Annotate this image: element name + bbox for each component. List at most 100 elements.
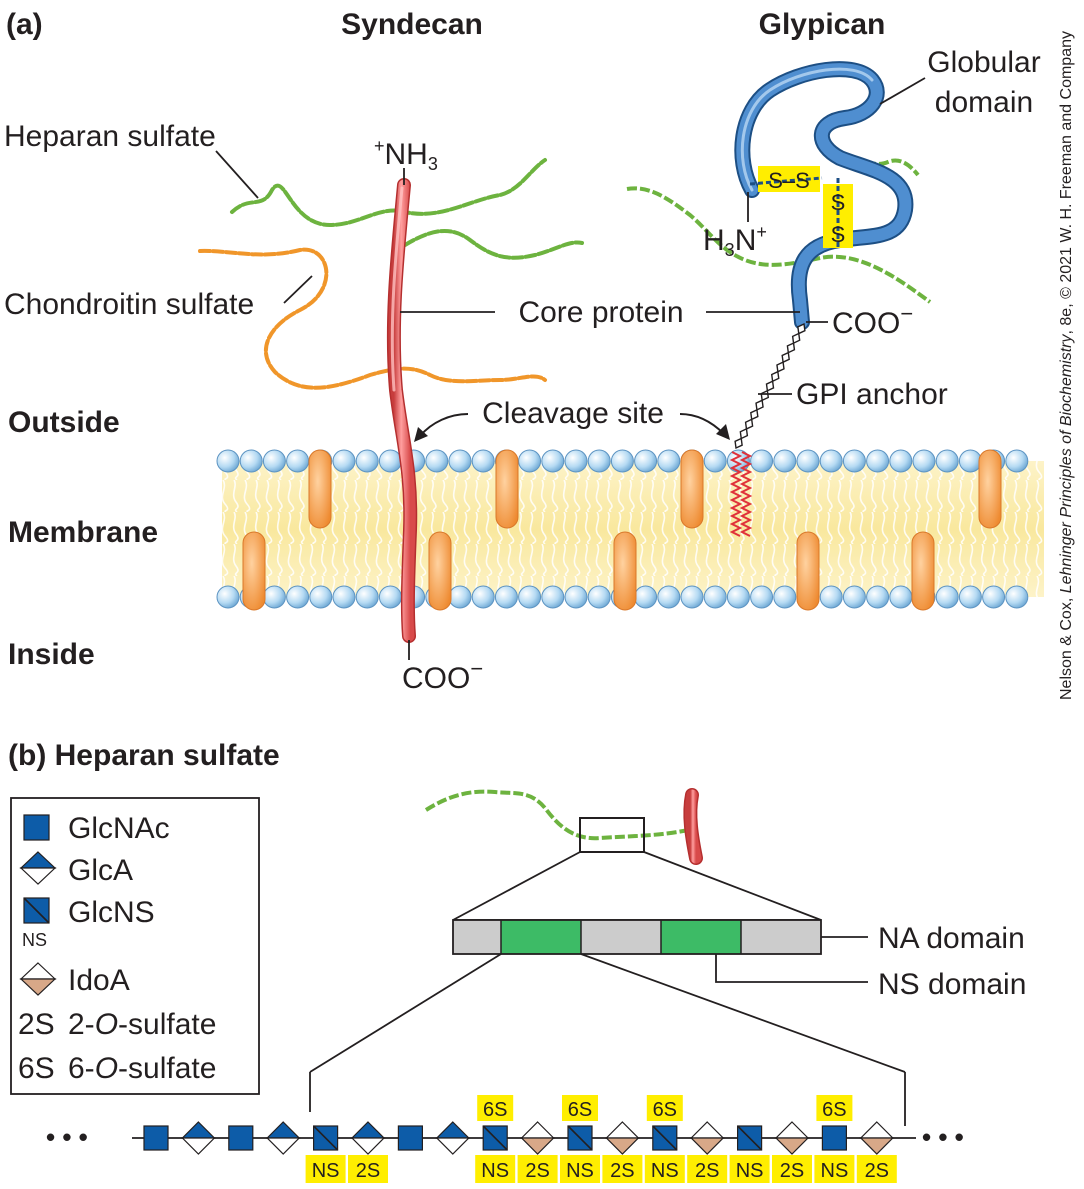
lipid-head [889,449,913,473]
lipid-head [819,449,843,473]
gpi-link [776,361,785,373]
lipid-head [587,449,611,473]
lipid-head [587,585,611,609]
syndecan-coo: COO [402,662,470,695]
lipid-head [634,585,658,609]
lipid-head [958,449,982,473]
inside-label: Inside [8,638,95,671]
lipid-head [262,585,286,609]
sulfate-badge-6s [816,1095,853,1121]
sulfate-badge-ns [475,1155,516,1183]
sugar-glca: 2S [348,1121,388,1183]
lipid-head [332,449,356,473]
syndecan-glycan-chains [198,158,584,390]
sulfate-label-2s: 2S [356,1160,380,1182]
lipid-head [378,585,402,609]
lipid-head [425,449,449,473]
legend-2s-ital: O [95,1008,118,1041]
gpi-link [734,437,743,450]
legend-6s-post: -sulfate [118,1052,216,1085]
credit-post: , 8e, © 2021 W. H. Freeman and Company [1058,30,1075,335]
zoom-box [579,817,645,853]
lipid-head [657,585,681,609]
glcns-legend-icon [23,897,50,924]
ellipsis-left: • • • [46,1122,88,1152]
sulfate-label-ns: NS [821,1160,849,1182]
gpi-link [770,370,780,383]
ns-segment [501,920,581,954]
gpi-anchor [729,322,806,537]
lipid-head [634,449,658,473]
syndecan-coo-minus: − [470,656,483,681]
lipid-head [657,449,681,473]
svg-text:COO−: COO− [402,656,483,695]
sulfate-label-6s: 6S [568,1099,592,1121]
membrane-label: Membrane [8,516,158,549]
sulfate-badge-ns [560,1155,600,1183]
sugar-glca [435,1121,471,1155]
lipid-head [541,449,565,473]
legend-2s-post: -sulfate [118,1008,216,1041]
legend-idoa-label: IdoA [68,964,130,997]
lipid-heads-top [216,449,1029,473]
gpi-link [765,380,775,392]
lipid-head [518,449,542,473]
lipid-head [518,585,542,609]
ns-domain-label: NS domain [878,968,1026,1001]
sugar-idoa: 2S [602,1121,643,1183]
lipid-head [703,449,727,473]
syndecan-c-terminus: COO− [402,640,483,695]
lipid-head [866,449,890,473]
lipid-head [262,449,286,473]
lipid-head [286,585,310,609]
lipid-head [866,585,890,609]
sulfate-badge-ns [305,1155,346,1183]
lipid-head [750,585,774,609]
sugar-glcns: NS [305,1125,346,1183]
sugar-idoa: 2S [687,1121,728,1183]
glypican-c-terminus: COO− [806,301,913,340]
cleavage-arrow-left-head [414,427,428,442]
legend-glcns-label: GlcNS [68,896,155,929]
lipid-head [889,585,913,609]
gpi-link [750,408,759,421]
sulfate-badge-6s [646,1095,683,1121]
lipid-head [842,449,866,473]
sulfate-label-ns: NS [312,1160,340,1182]
sugar-idoa: 2S [772,1121,812,1183]
ss-bond-vertical-s1: S [831,190,846,215]
globular-domain-line1: Globular [927,46,1040,79]
sulfate-label-6s: 6S [653,1099,677,1121]
glypican-coo: COO [832,307,900,340]
chondroitin-sulfate-leader [283,275,313,304]
legend-glcnac-label: GlcNAc [68,812,170,845]
svg-text:+NH3: +NH3 [374,136,438,174]
sulfate-badge-ns [644,1155,685,1183]
lipid-head [355,585,379,609]
syndecan-n-terminus: +NH3 [374,136,438,185]
sulfate-label-2s: 2S [780,1160,804,1182]
lipid-head [564,449,588,473]
credit-line: Nelson & Cox, Lehninger Principles of Bi… [1058,31,1076,700]
nh3-plus: + [374,136,385,156]
gpi-link [739,427,749,440]
sulfate-label-ns: NS [651,1160,679,1182]
legend-6s-pre: 6- [68,1052,95,1085]
credit-pre: Nelson & Cox, [1058,593,1075,700]
gpi-anchor-label: GPI anchor [796,378,948,411]
lipid-head [332,585,356,609]
sulfate-label-2s: 2S [695,1160,719,1182]
lipid-head [935,449,959,473]
panel-b-label: (b) Heparan sulfate [8,739,280,772]
sulfate-badge-6s [562,1095,598,1121]
gpi-link [791,332,801,345]
chondroitin-sulfate-label: Chondroitin sulfate [4,288,254,321]
lipid-head [610,449,634,473]
svg-text:2-O-sulfate: 2-O-sulfate [68,1008,216,1041]
legend-glca-label: GlcA [68,854,133,887]
gpi-link [786,342,796,354]
gpi-link [760,389,770,402]
domain-bar: NA domain NS domain [309,919,1026,1126]
